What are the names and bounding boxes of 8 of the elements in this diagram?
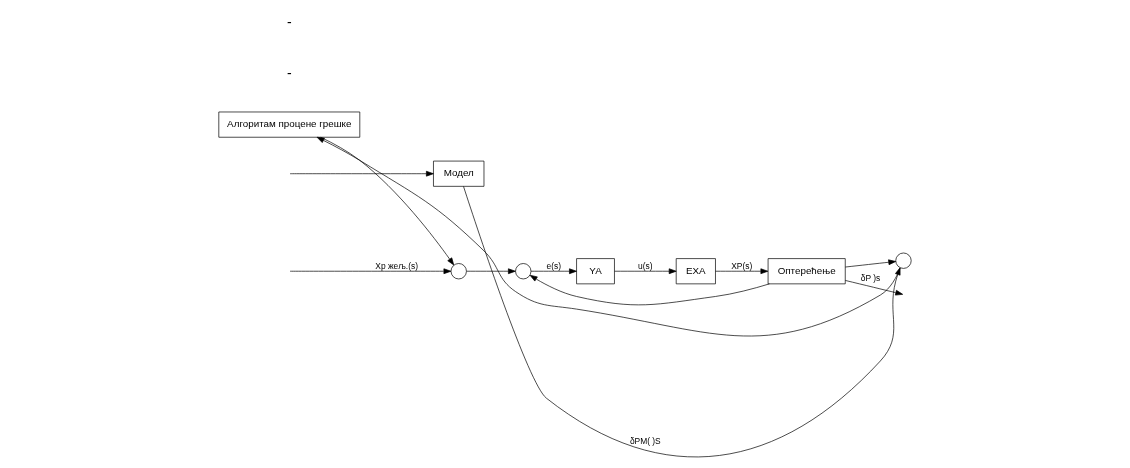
edge-label: Xp жељ.(s) — [375, 260, 418, 271]
edge-label: δPM( )S — [629, 435, 661, 446]
edge-label: e(s) — [546, 260, 562, 271]
edge-label: XP(s) — [731, 260, 753, 271]
label: - — [286, 64, 292, 81]
label: - — [286, 14, 292, 31]
edge-label: δP )s — [860, 273, 881, 284]
edge-label: u(s) — [638, 260, 653, 271]
